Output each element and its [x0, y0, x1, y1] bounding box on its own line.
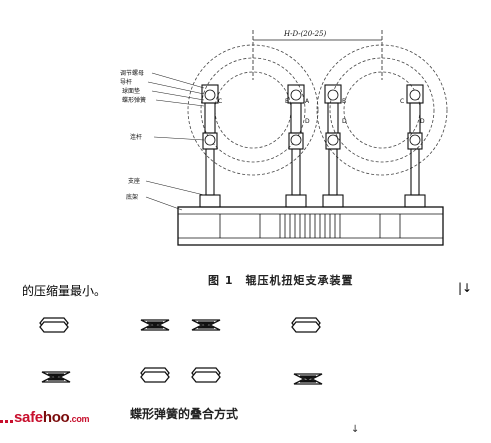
- torque-support-figure: H-D-(20-25) 调节螺母 导杆 球面垫 蝶形弹簧 连杆 支座 底架 C …: [120, 30, 448, 246]
- point-letter: B: [342, 98, 346, 105]
- label-spherical-washer: 球面垫: [122, 87, 140, 95]
- point-letter: A: [305, 98, 310, 105]
- point-letter: D: [420, 118, 425, 125]
- point-letter: D: [305, 118, 310, 125]
- figure1-caption: 图 1 辊压机扭矩支承装置: [208, 274, 354, 287]
- watermark-part1: safe: [14, 409, 43, 426]
- spring-stack-parallel: [191, 367, 221, 383]
- paragraph-mark: ↓: [351, 424, 360, 435]
- watermark-suffix: .com: [69, 414, 90, 424]
- spring-stack-series: [140, 319, 170, 331]
- label-adjusting-nut: 调节螺母: [120, 69, 144, 77]
- spring-stack-series: [191, 319, 221, 331]
- figure2-caption: 蝶形弹簧的叠合方式: [130, 407, 239, 421]
- point-letter: C: [400, 98, 404, 105]
- dimension-label: H-D-(20-25): [283, 30, 326, 38]
- watermark-part2: hoo: [42, 409, 70, 426]
- label-connecting-rod: 连杆: [130, 133, 142, 141]
- text-cursor-mark: |↓: [458, 281, 473, 295]
- label-base-frame: 底架: [126, 193, 138, 201]
- spring-stack-series: [41, 371, 71, 383]
- point-letter: D: [342, 118, 347, 125]
- spring-stack-parallel: [39, 317, 69, 333]
- watermark-logo: safehoo.com: [14, 409, 90, 426]
- spring-stack-parallel: [291, 317, 321, 333]
- point-letter: C: [218, 98, 222, 105]
- label-guide-rod: 导杆: [120, 78, 132, 86]
- label-disc-spring: 蝶形弹簧: [122, 96, 146, 104]
- body-text: 的压缩量最小。: [22, 284, 107, 298]
- label-support: 支座: [128, 177, 140, 185]
- watermark-dots-icon: [0, 420, 13, 423]
- spring-stack-parallel: [140, 367, 170, 383]
- disc-spring-stacking-figure: 图 2: [39, 317, 323, 385]
- spring-stack-series: [293, 373, 323, 385]
- point-letter: B: [285, 98, 289, 105]
